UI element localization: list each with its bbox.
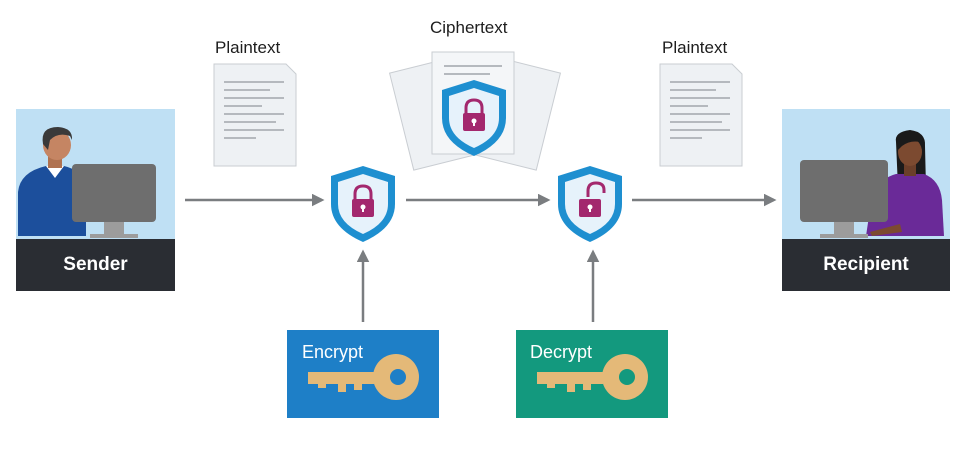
ciphertext-label: Ciphertext	[430, 18, 508, 37]
sender-label: Sender	[16, 239, 175, 291]
ciphertext-shield-lock-icon	[442, 80, 506, 156]
recipient-label: Recipient	[782, 239, 950, 291]
encrypt-label: Encrypt	[302, 342, 364, 362]
encrypt-shield-lock-icon	[331, 166, 395, 242]
encrypt-key-icon	[308, 354, 419, 400]
plaintext-left-label: Plaintext	[215, 38, 281, 57]
decrypt-label: Decrypt	[530, 342, 593, 362]
plaintext-document-right-icon	[659, 63, 743, 167]
decrypt-key-icon	[537, 354, 648, 400]
plaintext-right-label: Plaintext	[662, 38, 728, 57]
plaintext-document-left-icon	[213, 63, 297, 167]
decrypt-shield-unlock-icon	[558, 166, 622, 242]
recipient-monitor-icon	[800, 160, 888, 238]
sender-monitor-icon	[72, 164, 156, 238]
decrypt-key-box	[516, 330, 668, 418]
sender-person-icon	[18, 127, 86, 236]
encrypt-key-box	[287, 330, 439, 418]
